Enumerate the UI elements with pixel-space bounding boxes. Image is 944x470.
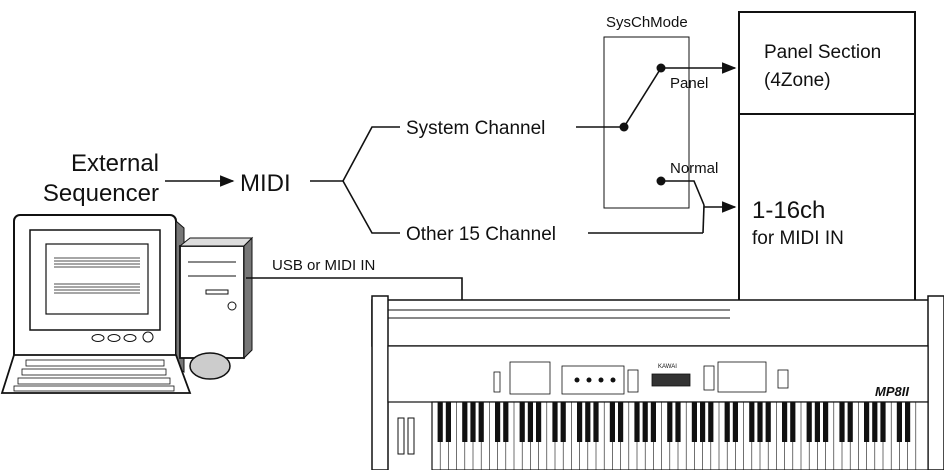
- external-label-line1: External: [71, 150, 159, 177]
- external-label-line2: Sequencer: [43, 180, 159, 207]
- switch-normal-label: Normal: [670, 160, 718, 177]
- midi-label: MIDI: [240, 170, 291, 197]
- usb-cable: [246, 277, 463, 300]
- computer-icon: [0, 214, 254, 394]
- connection-label: USB or MIDI IN: [272, 257, 375, 274]
- normal-line: [661, 180, 705, 206]
- syschmode-switch-box: [603, 36, 690, 209]
- panel-section-line1: Panel Section: [764, 42, 881, 63]
- channel-box-main: 1-16ch: [752, 197, 825, 224]
- branch-lower: [342, 180, 400, 234]
- panel-section-box: [738, 11, 916, 115]
- merge-line: [702, 204, 705, 234]
- syschmode-label: SysChMode: [606, 14, 688, 31]
- keyboard-brand: KAWAI: [658, 364, 677, 370]
- piano-keys: [437, 402, 917, 470]
- piano-icon: KAWAI MP8II: [371, 295, 944, 470]
- channel-box-sub: for MIDI IN: [752, 228, 844, 249]
- panel-section-line2: (4Zone): [764, 70, 831, 91]
- system-channel-label: System Channel: [406, 118, 545, 139]
- switch-panel-label: Panel: [670, 75, 708, 92]
- keyboard-model: MP8II: [875, 384, 909, 399]
- branch-upper: [342, 126, 400, 182]
- switch-lever: [623, 67, 662, 128]
- other-channels-label: Other 15 Channel: [406, 224, 556, 245]
